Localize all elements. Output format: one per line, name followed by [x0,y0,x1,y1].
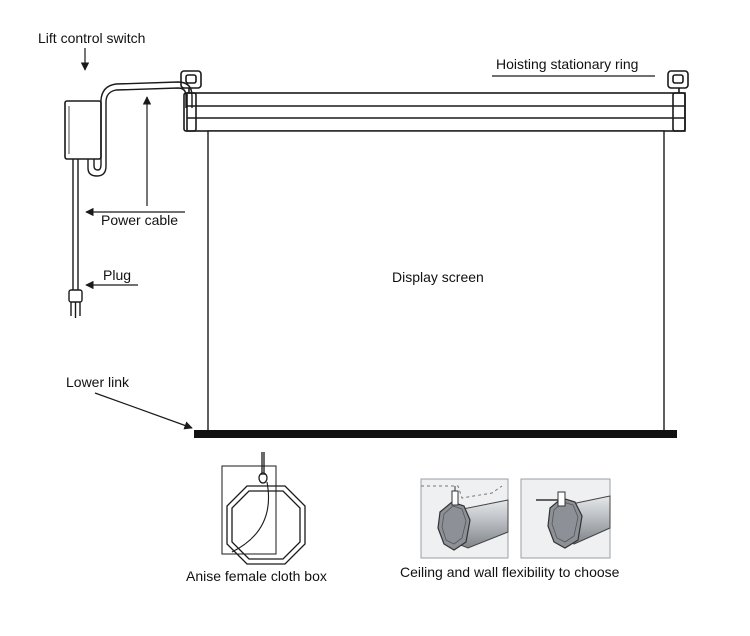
label-cloth-box: Anise female cloth box [186,568,327,584]
power-cable [87,81,193,177]
hoisting-ring-right [667,70,689,132]
wall-mount-inset [520,478,611,559]
lower-link-arrow [94,392,193,430]
cloth-box-octagon [221,452,306,565]
label-display-screen: Display screen [392,269,484,285]
label-lift-control-switch: Lift control switch [38,30,146,46]
label-mounting-options: Ceiling and wall flexibility to choose [400,564,620,580]
label-power-cable: Power cable [101,212,179,228]
ceiling-mount-inset [420,478,509,559]
label-hoisting-stationary-ring: Hoisting stationary ring [496,56,639,72]
label-plug: Plug [103,267,132,283]
display-screen-area [207,130,665,432]
screen-housing [186,92,686,132]
plug [68,289,83,318]
label-lower-link: Lower link [66,374,130,390]
lower-link-bar [194,430,677,438]
control-switch-box [64,100,102,160]
plug-cord [72,159,79,290]
